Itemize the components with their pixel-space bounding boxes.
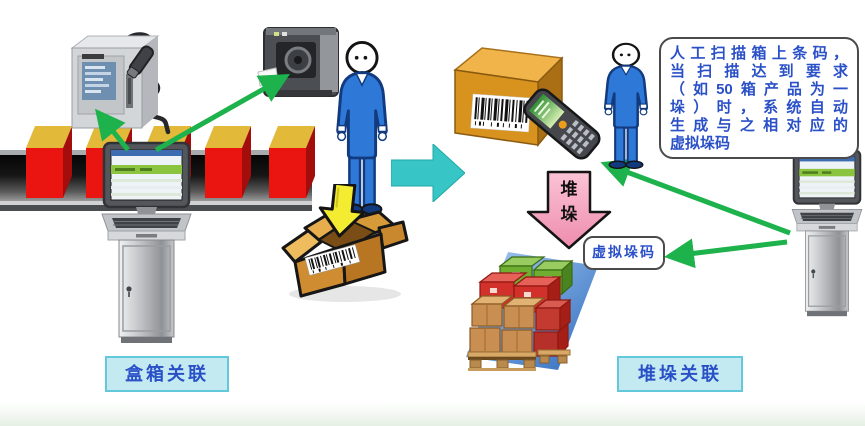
inkjet-coder [70,32,171,135]
wooden-pallet [467,349,571,371]
speech-bubble: 人工扫描箱上条码， 当扫描达到要求 （如50箱产品为一 垛）时，系统自动 生成与… [659,37,859,159]
open-carton-with-barcode [281,184,409,302]
pallet-stack [466,252,598,371]
product-box-icon [26,126,72,198]
bubble-line: 虚拟垛码 [670,135,731,152]
barcode-label-printer [257,27,339,97]
arrow-kiosk-to-worker [600,158,791,236]
bubble-line: （如50箱产品为一 [670,81,848,98]
barcode-icon [304,244,361,276]
print-head-wand [126,45,154,79]
bubble-line: 垛）时，系统自动 [670,99,848,116]
scan-button [558,120,567,129]
arrow-kiosk-to-virtual-code [664,238,788,269]
bottom-accent-bar [0,402,865,426]
pink-stack-arrow [526,170,612,250]
caption-box-association: 盒箱关联 [105,356,229,392]
virtual-code-label: 虚拟垛码 [583,236,665,270]
bubble-line: 人工扫描箱上条码， [670,45,848,62]
touchscreen-kiosk-right [791,149,863,317]
pack-down-arrow [318,184,366,238]
cyan-right-arrow [391,144,465,202]
bubble-line: 当扫描达到要求 [670,63,848,80]
product-box-icon [205,126,251,198]
touchscreen-kiosk-left [100,141,193,344]
bubble-line: 生成与之相对应的 [670,117,848,134]
stack-arrow-label: 堆 垛 [560,180,578,224]
handheld-scanner [523,88,601,160]
caption-stack-association: 堆垛关联 [617,356,743,392]
carton-with-barcode [453,47,564,148]
